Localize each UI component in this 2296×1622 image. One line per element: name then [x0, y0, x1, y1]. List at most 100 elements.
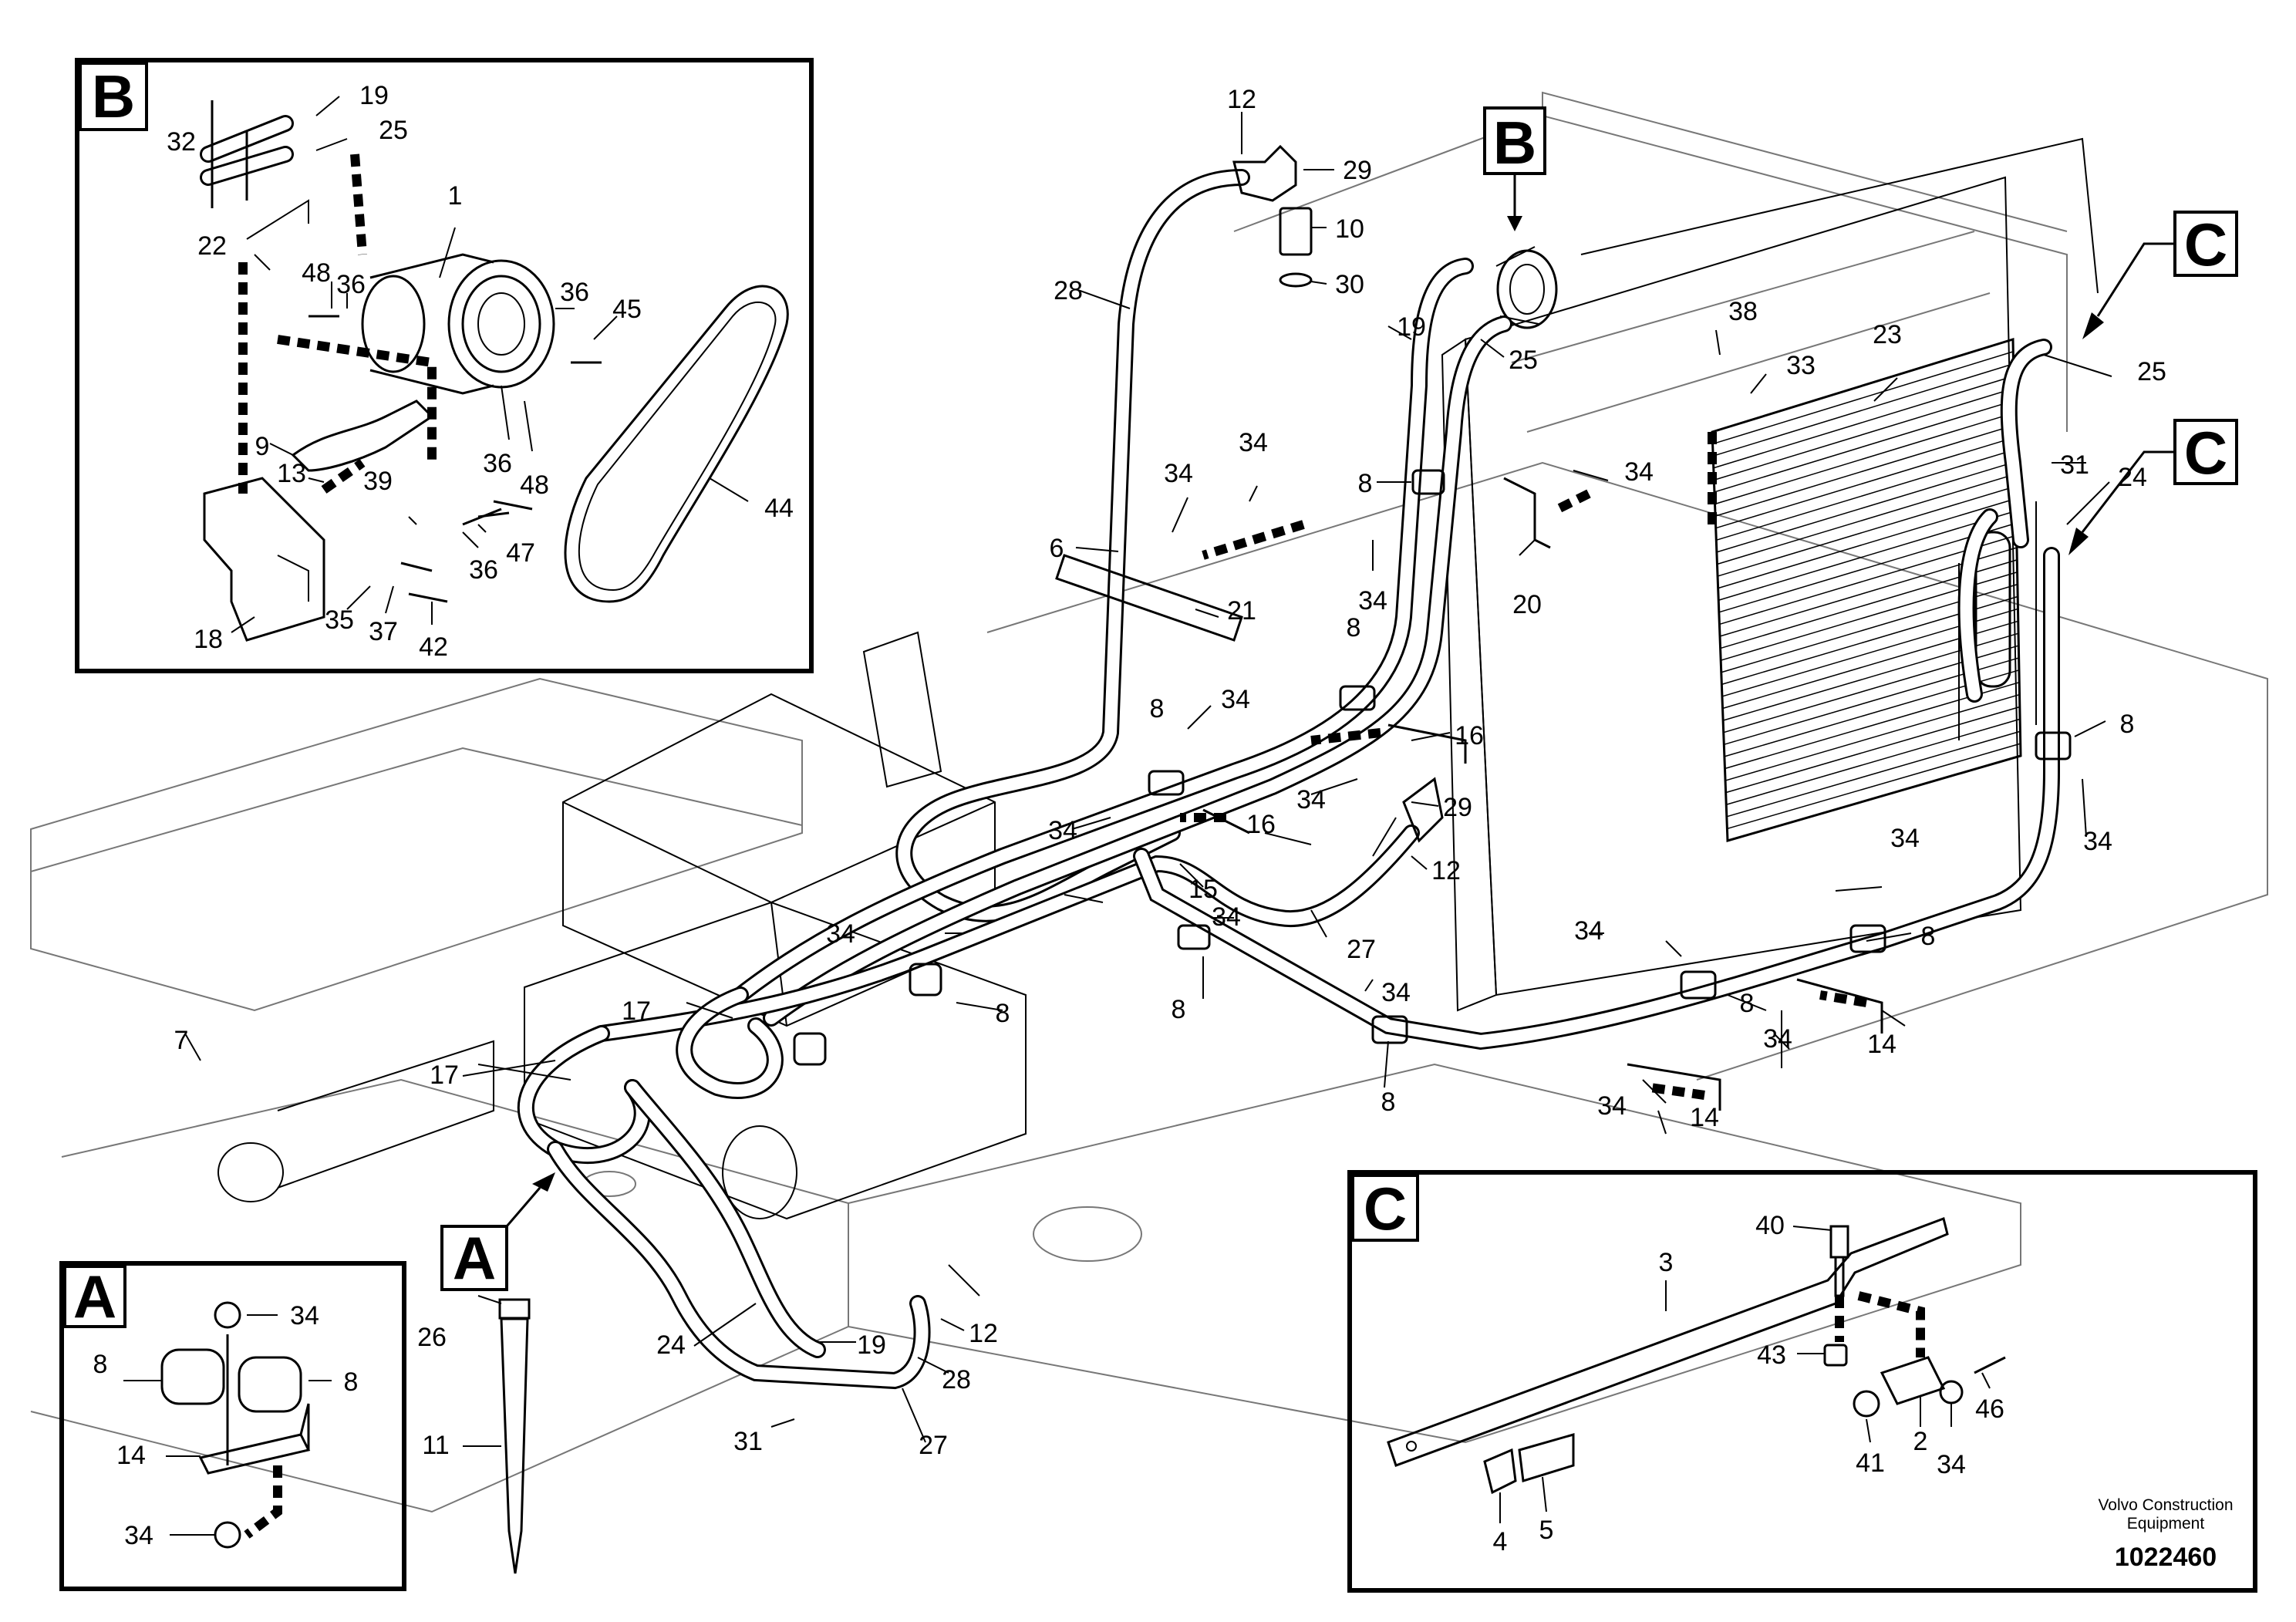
callout-label: 34: [1937, 1450, 1966, 1479]
callout-label: 17: [430, 1061, 459, 1090]
callout-label: 35: [325, 605, 354, 635]
callout-label: 32: [167, 127, 196, 157]
callout-label: 31: [733, 1427, 763, 1456]
callout-label: 25: [1509, 346, 1538, 375]
detail-b-box: [75, 58, 814, 673]
callout-label: 10: [1335, 214, 1364, 244]
callout-label: 14: [1690, 1103, 1719, 1132]
callout-label: 37: [369, 617, 398, 646]
callout-label: 17: [622, 996, 651, 1026]
callout-label: 12: [969, 1319, 998, 1348]
callout-label: 25: [379, 116, 408, 145]
callout-label: 46: [1975, 1394, 2004, 1424]
callout-label: 26: [417, 1323, 447, 1352]
callout-label: 28: [942, 1365, 971, 1394]
callout-label: 48: [302, 258, 331, 288]
callout-label: 34: [1296, 785, 1326, 814]
callout-label: 34: [1890, 824, 1920, 853]
view-letter-a-main: A: [453, 1224, 496, 1292]
callout-label: 21: [1227, 596, 1256, 626]
callout-label: 34: [1574, 916, 1603, 946]
callout-label: 13: [277, 459, 306, 488]
detail-a-callouts: 34 8 8 14 34: [93, 1301, 359, 1550]
callout-label: 6: [1050, 534, 1064, 563]
callout-label: 8: [1172, 995, 1186, 1024]
callout-label: 11: [422, 1431, 449, 1460]
callout-label: 34: [1381, 978, 1411, 1007]
callout-label: 47: [506, 538, 535, 568]
callout-label: 23: [1873, 320, 1902, 349]
view-flags: [440, 106, 2238, 1291]
callout-label: 27: [1347, 935, 1376, 964]
callout-label: 44: [764, 494, 794, 523]
callout-label: 36: [336, 270, 366, 299]
callout-label: 29: [1443, 793, 1472, 822]
callout-label: 24: [656, 1330, 686, 1360]
callout-label: 34: [290, 1301, 319, 1330]
callout-label: 12: [1227, 85, 1256, 114]
view-letter-c-lower: C: [2184, 419, 2227, 487]
main-callouts: 12 29 10 30 28 19 25 34 34 8 34 6 21 34 …: [174, 85, 2166, 1460]
callout-label: 28: [1054, 276, 1083, 305]
callout-label: 34: [826, 919, 855, 949]
callout-label: 8: [1150, 694, 1165, 723]
detail-a-box: [59, 1261, 406, 1591]
callout-label: 36: [483, 449, 512, 478]
callout-label: 14: [1867, 1030, 1896, 1059]
dipstick: [498, 1298, 531, 1574]
callout-label: 15: [1188, 875, 1218, 904]
callout-label: 8: [1358, 469, 1373, 498]
callout-label: 34: [1048, 816, 1077, 845]
callout-label: 24: [2118, 463, 2147, 492]
leader-lines: [184, 112, 2112, 1447]
callout-label: 36: [469, 555, 498, 585]
callout-label: 8: [1347, 613, 1361, 642]
hose-clamps: [793, 469, 2072, 1066]
refrigerant-hoses: [517, 169, 2060, 1390]
callout-label: 3: [1659, 1248, 1674, 1277]
view-letter-c-box: C: [1364, 1175, 1407, 1243]
detail-c-callouts: 40 3 43 46 41 2 34 4 5: [1493, 1211, 2004, 1556]
callout-label: 12: [1431, 856, 1461, 885]
callout-label: 25: [2137, 357, 2166, 386]
callout-label: 7: [174, 1026, 189, 1055]
maker-line-2: Equipment: [2127, 1515, 2205, 1533]
callout-label: 2: [1913, 1427, 1928, 1456]
view-letter-a-box: A: [73, 1263, 116, 1330]
callout-label: 34: [2083, 827, 2112, 856]
top-fittings: [1232, 144, 1444, 843]
view-letters: B C C A B A C: [73, 62, 2227, 1330]
callout-label: 40: [1755, 1211, 1785, 1240]
document-number: 1022460: [2115, 1543, 2217, 1572]
callout-label: 36: [560, 278, 589, 307]
maker-line-1: Volvo Construction: [2098, 1496, 2233, 1514]
callout-label: 30: [1335, 270, 1364, 299]
radiator-block: [1441, 137, 2099, 1012]
callout-label: 34: [1358, 586, 1387, 615]
footer: Volvo Construction Equipment 1022460: [2098, 1496, 2233, 1572]
callout-label: 34: [1164, 459, 1193, 488]
callout-label: 34: [1763, 1024, 1792, 1054]
callout-label: 29: [1343, 156, 1372, 185]
condenser: [1711, 337, 2022, 842]
callout-label: 5: [1539, 1516, 1554, 1545]
callout-label: 34: [1239, 428, 1268, 457]
callout-label: 34: [1212, 902, 1241, 932]
callout-label: 8: [1740, 989, 1755, 1018]
callout-label: 9: [255, 432, 270, 461]
engine-block: [217, 631, 1027, 1220]
callout-label: 14: [116, 1441, 146, 1470]
callout-label: 16: [1246, 810, 1276, 839]
callout-label: 8: [2120, 710, 2135, 739]
callout-label: 8: [93, 1350, 108, 1379]
callout-label: 48: [520, 470, 549, 500]
callout-label: 34: [1624, 457, 1654, 487]
callout-label: 19: [857, 1330, 886, 1360]
brackets: [1055, 432, 1883, 1111]
callout-label: 16: [1455, 721, 1484, 750]
callout-label: 39: [363, 467, 393, 496]
callout-label: 22: [197, 231, 227, 261]
callout-label: 34: [1597, 1091, 1627, 1121]
detail-b-callouts: 19 32 25 1 22 48 36 36 45 44 9 13 36 48 …: [167, 81, 794, 662]
